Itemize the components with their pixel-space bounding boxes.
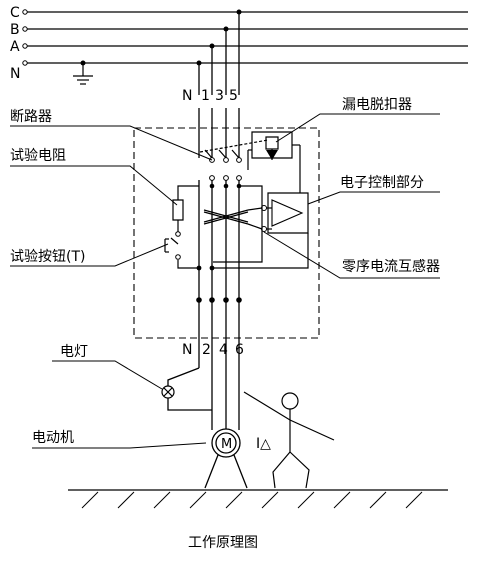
bus-endpoints <box>23 10 27 65</box>
label-lamp: 电灯 <box>60 344 88 360</box>
bus-label-c: C <box>10 5 20 21</box>
ground-junction-dot <box>80 60 86 66</box>
ct-to-control-wires <box>266 208 272 229</box>
ground-symbol <box>73 63 93 84</box>
bus-label-a: A <box>10 39 20 55</box>
bus-label-b: B <box>10 22 20 38</box>
terminal-top-3: 3 <box>215 88 224 104</box>
terminal-bottom-4: 4 <box>219 342 228 358</box>
label-motor: 电动机 <box>32 430 74 446</box>
motor-letter: M <box>221 437 232 452</box>
conductor-dots <box>209 183 242 189</box>
electronic-control-box <box>268 193 308 233</box>
trip-release-arrow <box>266 150 278 160</box>
label-breaker: 断路器 <box>10 109 52 125</box>
terminal-top-1: 1 <box>201 88 210 104</box>
feeder-wires <box>199 12 239 95</box>
label-test-resistor: 试验电阻 <box>10 148 66 164</box>
amplifier-symbol <box>272 200 302 226</box>
motor-symbol <box>212 429 240 457</box>
terminal-top-5: 5 <box>229 88 238 104</box>
diagram-caption: 工作原理图 <box>188 535 258 551</box>
leader-lines <box>10 114 440 448</box>
contact-terminals <box>210 158 242 181</box>
person-figure <box>244 392 334 488</box>
test-circuit-wires <box>178 186 262 268</box>
zero-sequence-ct-core <box>204 208 262 229</box>
test-button-symbol <box>165 238 178 252</box>
label-zero-sequence-ct: 零序电流互感器 <box>342 258 440 275</box>
label-test-button: 试验按钮(T) <box>10 249 85 265</box>
ct-output-terminals <box>262 206 267 232</box>
main-conductors <box>199 108 239 330</box>
terminal-top-n: N <box>182 88 192 104</box>
breaker-contacts <box>200 140 268 158</box>
terminal-bottom-2: 2 <box>202 342 211 358</box>
bus-label-n: N <box>10 66 20 82</box>
test-resistor <box>173 200 183 220</box>
lamp-symbol <box>162 386 174 398</box>
test-button-terminals <box>176 232 181 260</box>
label-electronic-control: 电子控制部分 <box>340 175 424 191</box>
supply-bus <box>26 12 468 63</box>
label-trip-release: 漏电脱扣器 <box>342 97 412 113</box>
load-wiring <box>168 330 239 430</box>
output-dots <box>196 265 242 303</box>
trip-release-wiring <box>213 145 308 268</box>
motor-legs <box>205 455 247 488</box>
terminal-bottom-n: N <box>182 342 192 358</box>
ground-hatch <box>82 492 422 508</box>
bus-tap-dots <box>196 9 242 66</box>
leakage-current-label: I△ <box>256 436 271 452</box>
